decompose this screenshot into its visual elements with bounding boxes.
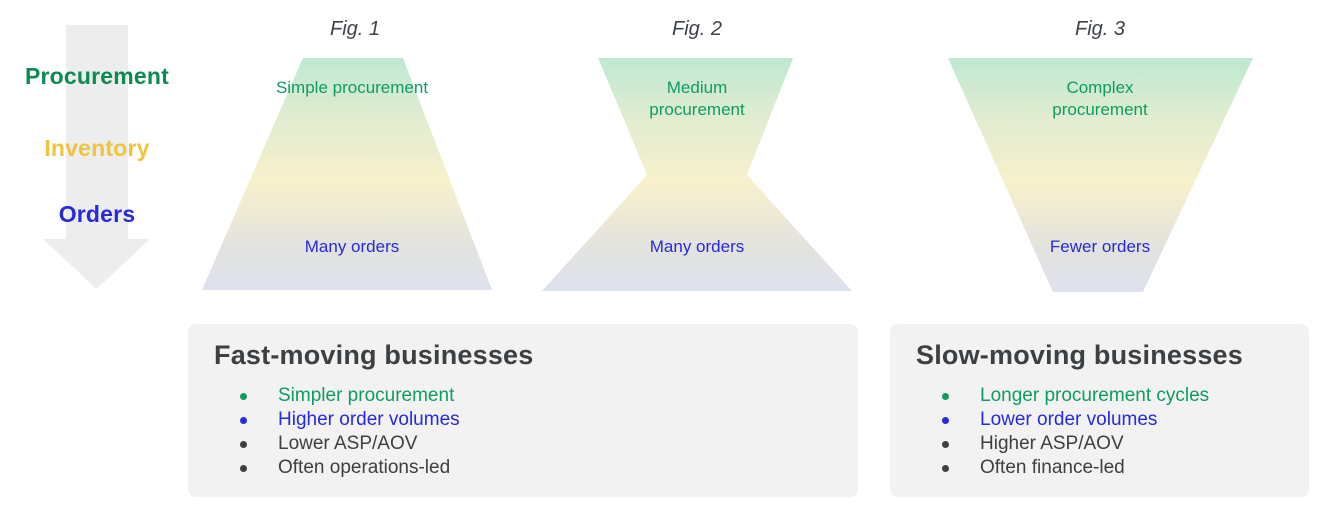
- figure-1-top-label: Simple procurement: [275, 78, 429, 97]
- bullet-dot: [942, 464, 949, 472]
- slow-moving-bullet-list: Longer procurement cycles Lower order vo…: [916, 384, 1309, 480]
- flow-stage-orders: Orders: [58, 201, 136, 227]
- bullet-dot: [942, 440, 949, 448]
- bullet-dot: [240, 464, 247, 472]
- figure-3-bottom-label: Fewer orders: [1049, 237, 1151, 256]
- fast-moving-bullet-list: Simpler procurement Higher order volumes…: [214, 384, 858, 480]
- list-item: Higher ASP/AOV: [942, 432, 1309, 456]
- bullet-text: Lower ASP/AOV: [278, 433, 418, 454]
- fast-moving-card: Fast-moving businesses Simpler procureme…: [188, 324, 858, 497]
- flow-stage-procurement: Procurement: [24, 63, 170, 89]
- bullet-dot: [942, 392, 949, 400]
- bullet-text: Often finance-led: [980, 457, 1125, 478]
- bullet-text: Higher ASP/AOV: [980, 433, 1124, 454]
- figure-3-top-label: Complex procurement: [1052, 78, 1148, 119]
- figure-2-title: Fig. 2: [671, 18, 723, 40]
- figure-3-title: Fig. 3: [1074, 18, 1126, 40]
- bullet-dot: [942, 416, 949, 424]
- list-item: Lower order volumes: [942, 408, 1309, 432]
- bullet-dot: [240, 440, 247, 448]
- list-item: Often finance-led: [942, 456, 1309, 480]
- list-item: Lower ASP/AOV: [240, 432, 858, 456]
- figure-1-title: Fig. 1: [329, 18, 381, 40]
- figure-1-bottom-label: Many orders: [304, 237, 400, 256]
- slow-moving-card-title: Slow-moving businesses: [916, 340, 1243, 370]
- flow-stage-inventory: Inventory: [44, 135, 150, 161]
- list-item: Higher order volumes: [240, 408, 858, 432]
- list-item: Longer procurement cycles: [942, 384, 1309, 408]
- figure-2-bottom-label: Many orders: [649, 237, 745, 256]
- list-item: Often operations-led: [240, 456, 858, 480]
- bullet-text: Longer procurement cycles: [980, 385, 1210, 406]
- bullet-dot: [240, 416, 247, 424]
- bullet-text: Often operations-led: [278, 457, 451, 478]
- list-item: Simpler procurement: [240, 384, 858, 408]
- bullet-text: Lower order volumes: [980, 409, 1158, 430]
- bullet-text: Higher order volumes: [278, 409, 460, 430]
- slow-moving-card: Slow-moving businesses Longer procuremen…: [890, 324, 1309, 497]
- bullet-text: Simpler procurement: [278, 385, 455, 406]
- bullet-dot: [240, 392, 247, 400]
- fast-moving-card-title: Fast-moving businesses: [214, 340, 534, 370]
- figure-2-top-label: Medium procurement: [649, 78, 745, 119]
